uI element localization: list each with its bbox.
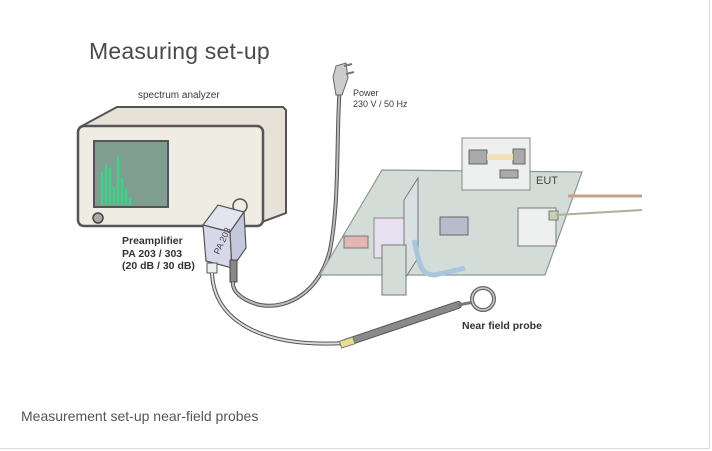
preamp-side: [229, 210, 247, 270]
preamp-label-line3: (20 dB / 30 dB): [122, 260, 195, 272]
preamplifier-label: Preamplifier PA 203 / 303 (20 dB / 30 dB…: [122, 235, 195, 273]
spectrum-display: [100, 155, 132, 205]
preamplifier: PA 203: [201, 204, 247, 283]
eut-ic: [439, 216, 469, 236]
ribbon-cable: [411, 239, 466, 278]
preamp-label-line2: PA 203 / 303: [122, 247, 183, 260]
diagram-title: Measuring set-up: [89, 38, 270, 64]
power-label: Power 230 V / 50 Hz: [353, 88, 408, 110]
figure-caption: Measurement set-up near-field probes: [21, 408, 259, 424]
eut-board: [318, 137, 643, 296]
preamp-power-plug: [229, 259, 238, 283]
near-field-probe: [338, 286, 496, 349]
power-plug: [332, 62, 355, 96]
plug-body: [332, 62, 349, 96]
signal-cable: [555, 209, 643, 216]
near-field-probe-label: Near field probe: [462, 320, 542, 332]
spectrum-analyzer: [76, 106, 287, 228]
eut-label: EUT: [536, 175, 558, 187]
preamp-label-line1: Preamplifier: [122, 235, 183, 247]
power-label-line1: Power: [353, 88, 379, 98]
preamp-connector: [206, 262, 218, 274]
spectrum-analyzer-label: spectrum analyzer: [138, 90, 220, 101]
power-label-line2: 230 V / 50 Hz: [353, 99, 408, 109]
eut-connector: [381, 244, 407, 296]
analyzer-knob: [92, 212, 104, 224]
